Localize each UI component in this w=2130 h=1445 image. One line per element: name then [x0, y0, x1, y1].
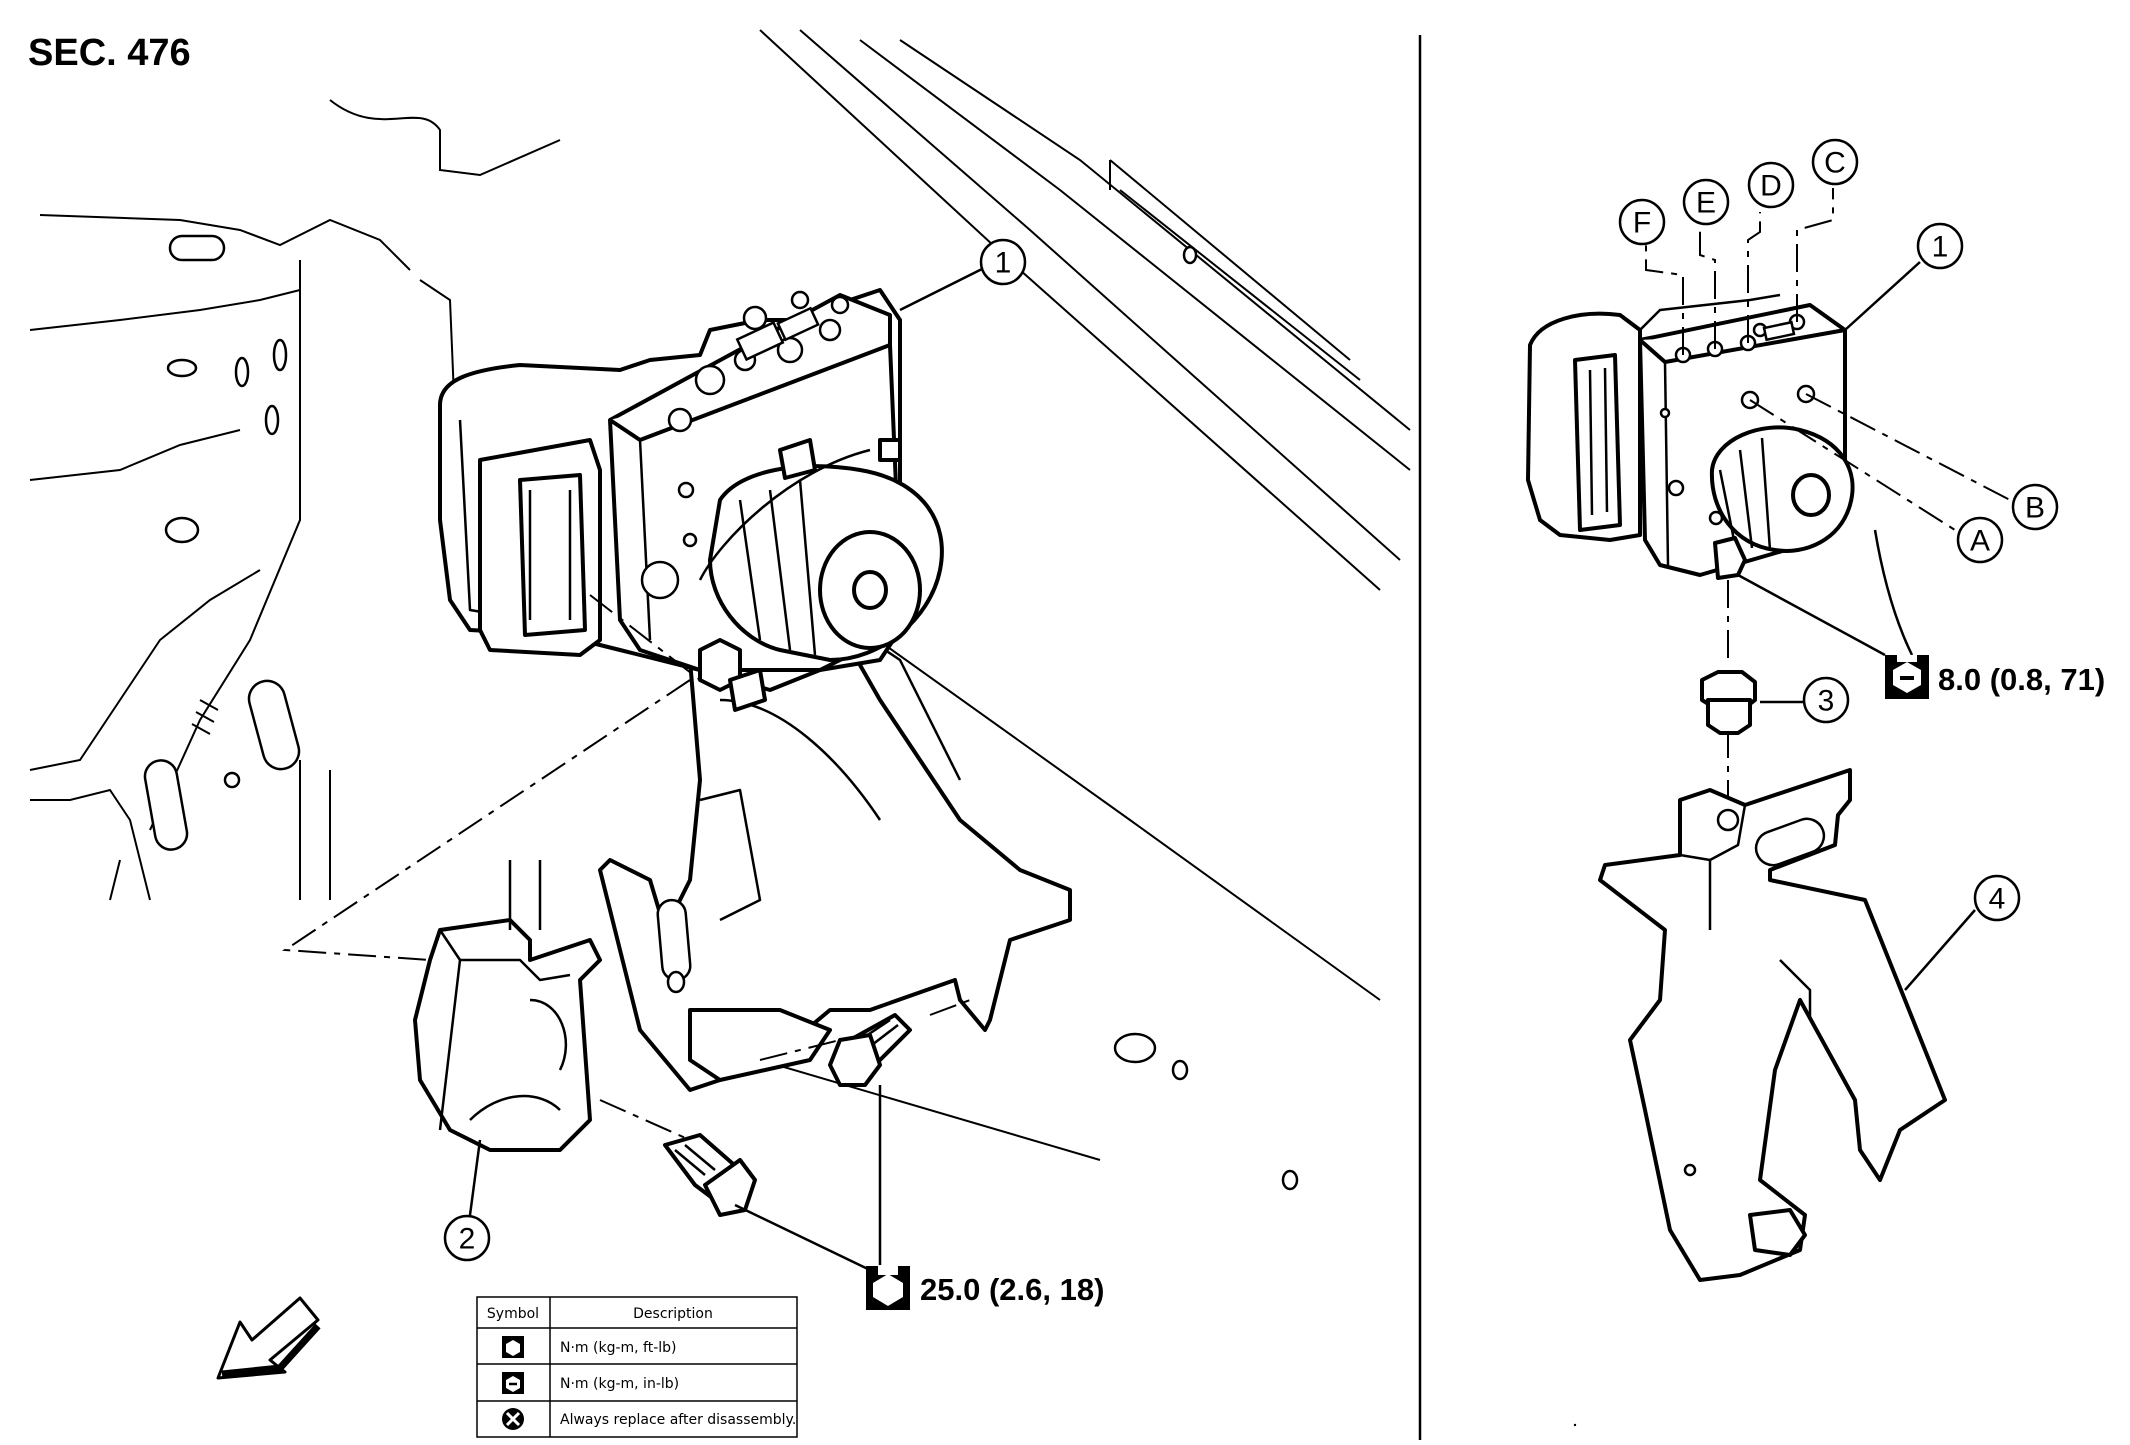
legend-row-2-text: N·m (kg-m, in-lb): [560, 1376, 679, 1392]
callout-right-1: 1: [1916, 222, 1964, 270]
vehicle-body-background: [29, 99, 561, 901]
callout-left-1: 1: [979, 238, 1027, 286]
alignment-lines-left-view: [282, 594, 971, 1141]
svg-text:2: 2: [459, 1223, 476, 1256]
bracket-part-4: [1598, 768, 1947, 1282]
vehicle-frame-background: [759, 29, 1411, 1191]
port-lines-right-view: [1645, 188, 2011, 810]
leader-right-nut-a: [1873, 529, 1914, 656]
callout-right-4: 4: [1973, 874, 2021, 922]
torque-value-actuator-nut: 8.0 (0.8, 71): [1938, 662, 2105, 697]
callout-right-c: C: [1811, 138, 1859, 186]
callout-right-a: A: [1956, 516, 2004, 564]
front-direction-arrow: [216, 1296, 321, 1380]
svg-text:C: C: [1824, 147, 1846, 180]
actuator-bracket-left-view: [598, 628, 1072, 1092]
bracket-part-2-left-view: [413, 860, 602, 1152]
section-label: SEC. 476: [28, 32, 191, 74]
leader-bolt-lower: [734, 1203, 871, 1272]
legend-header-symbol: Symbol: [487, 1306, 539, 1322]
mounting-bolt-upper: [828, 1013, 912, 1087]
svg-text:3: 3: [1818, 685, 1835, 718]
callout-right-d: D: [1747, 161, 1795, 209]
leader-left-2: [468, 1139, 482, 1216]
nut-part-3: [1700, 670, 1757, 735]
symbol-legend-table: Symbol Description N·m (kg-m, ft-lb) N·m…: [476, 1296, 798, 1438]
svg-text:D: D: [1760, 170, 1782, 203]
svg-text:A: A: [1970, 525, 1990, 558]
legend-row-3-text: Always replace after disassembly.: [560, 1412, 796, 1428]
callout-left-2: 2: [443, 1214, 491, 1262]
abs-actuator-unit-left-view: [438, 288, 944, 712]
legend-header-description: Description: [633, 1306, 713, 1322]
torque-icon-in-lb: [1885, 655, 1929, 699]
torque-ft-lb-icon: [502, 1336, 524, 1358]
callout-right-3: 3: [1802, 676, 1850, 724]
leader-left-1: [899, 263, 991, 312]
leader-right-4: [1904, 909, 1976, 991]
callout-right-e: E: [1682, 178, 1730, 226]
svg-text:B: B: [2025, 492, 2045, 525]
abs-actuator-unit-right-view: [1526, 293, 1855, 580]
torque-icon-ft-lb: [866, 1266, 910, 1310]
torque-value-bracket-bolts: 25.0 (2.6, 18): [920, 1272, 1104, 1307]
callout-right-b: B: [2011, 483, 2059, 531]
leader-right-nut-b: [1737, 573, 1886, 657]
callout-right-f: F: [1618, 198, 1666, 246]
svg-text:1: 1: [995, 247, 1012, 280]
leader-right-1: [1844, 261, 1921, 331]
svg-text:4: 4: [1989, 883, 2006, 916]
mounting-bolt-lower: [663, 1133, 757, 1217]
stray-dot: [1573, 1423, 1577, 1427]
legend-row-1-text: N·m (kg-m, ft-lb): [560, 1340, 677, 1356]
replace-after-disassembly-icon: [502, 1408, 524, 1430]
svg-text:F: F: [1633, 207, 1651, 240]
torque-in-lb-icon: [502, 1372, 524, 1394]
svg-text:1: 1: [1932, 231, 1949, 264]
svg-text:E: E: [1696, 187, 1716, 220]
